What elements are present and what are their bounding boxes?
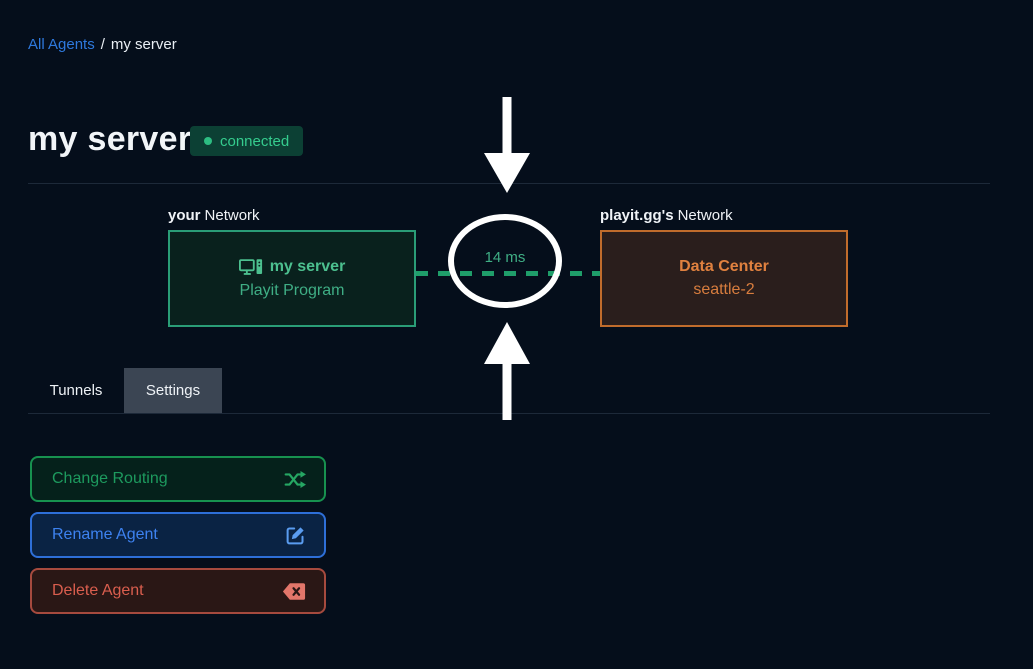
backspace-icon [282,582,306,601]
computer-icon [238,258,263,277]
your-network-word: Network [204,207,260,224]
rename-agent-button[interactable]: Rename Agent [30,512,326,558]
agent-box-title: my server [269,258,346,275]
tab-settings[interactable]: Settings [124,368,222,413]
change-routing-label: Change Routing [52,470,168,487]
status-badge: connected [190,126,304,156]
breadcrumb-separator: / [100,36,105,53]
latency-value: 14 ms [484,249,526,266]
agent-box-subtitle: Playit Program [239,281,345,299]
breadcrumb-current: my server [110,36,177,53]
latency-ellipse [448,214,562,308]
playit-network-word: Network [677,207,733,224]
delete-agent-label: Delete Agent [52,582,144,599]
playit-network-owner: playit.gg's [600,207,674,224]
arrow-down-icon [482,97,532,193]
edit-icon [285,525,306,546]
breadcrumb-all-agents-link[interactable]: All Agents [28,36,95,53]
status-dot-icon [204,137,212,145]
page-title: my server [28,120,192,158]
datacenter-box-title: Data Center [679,258,769,275]
rename-agent-label: Rename Agent [52,526,158,543]
agent-box: my server Playit Program [168,230,416,327]
status-badge-label: connected [220,132,290,150]
datacenter-box: Data Center seattle-2 [600,230,848,327]
delete-agent-button[interactable]: Delete Agent [30,568,326,614]
change-routing-button[interactable]: Change Routing [30,456,326,502]
breadcrumb: All Agents / my server [28,36,177,53]
datacenter-box-subtitle: seattle-2 [693,281,755,298]
arrow-up-icon [482,322,532,420]
your-network-owner: your [168,207,201,224]
tab-tunnels[interactable]: Tunnels [49,382,103,399]
shuffle-icon [284,469,306,490]
